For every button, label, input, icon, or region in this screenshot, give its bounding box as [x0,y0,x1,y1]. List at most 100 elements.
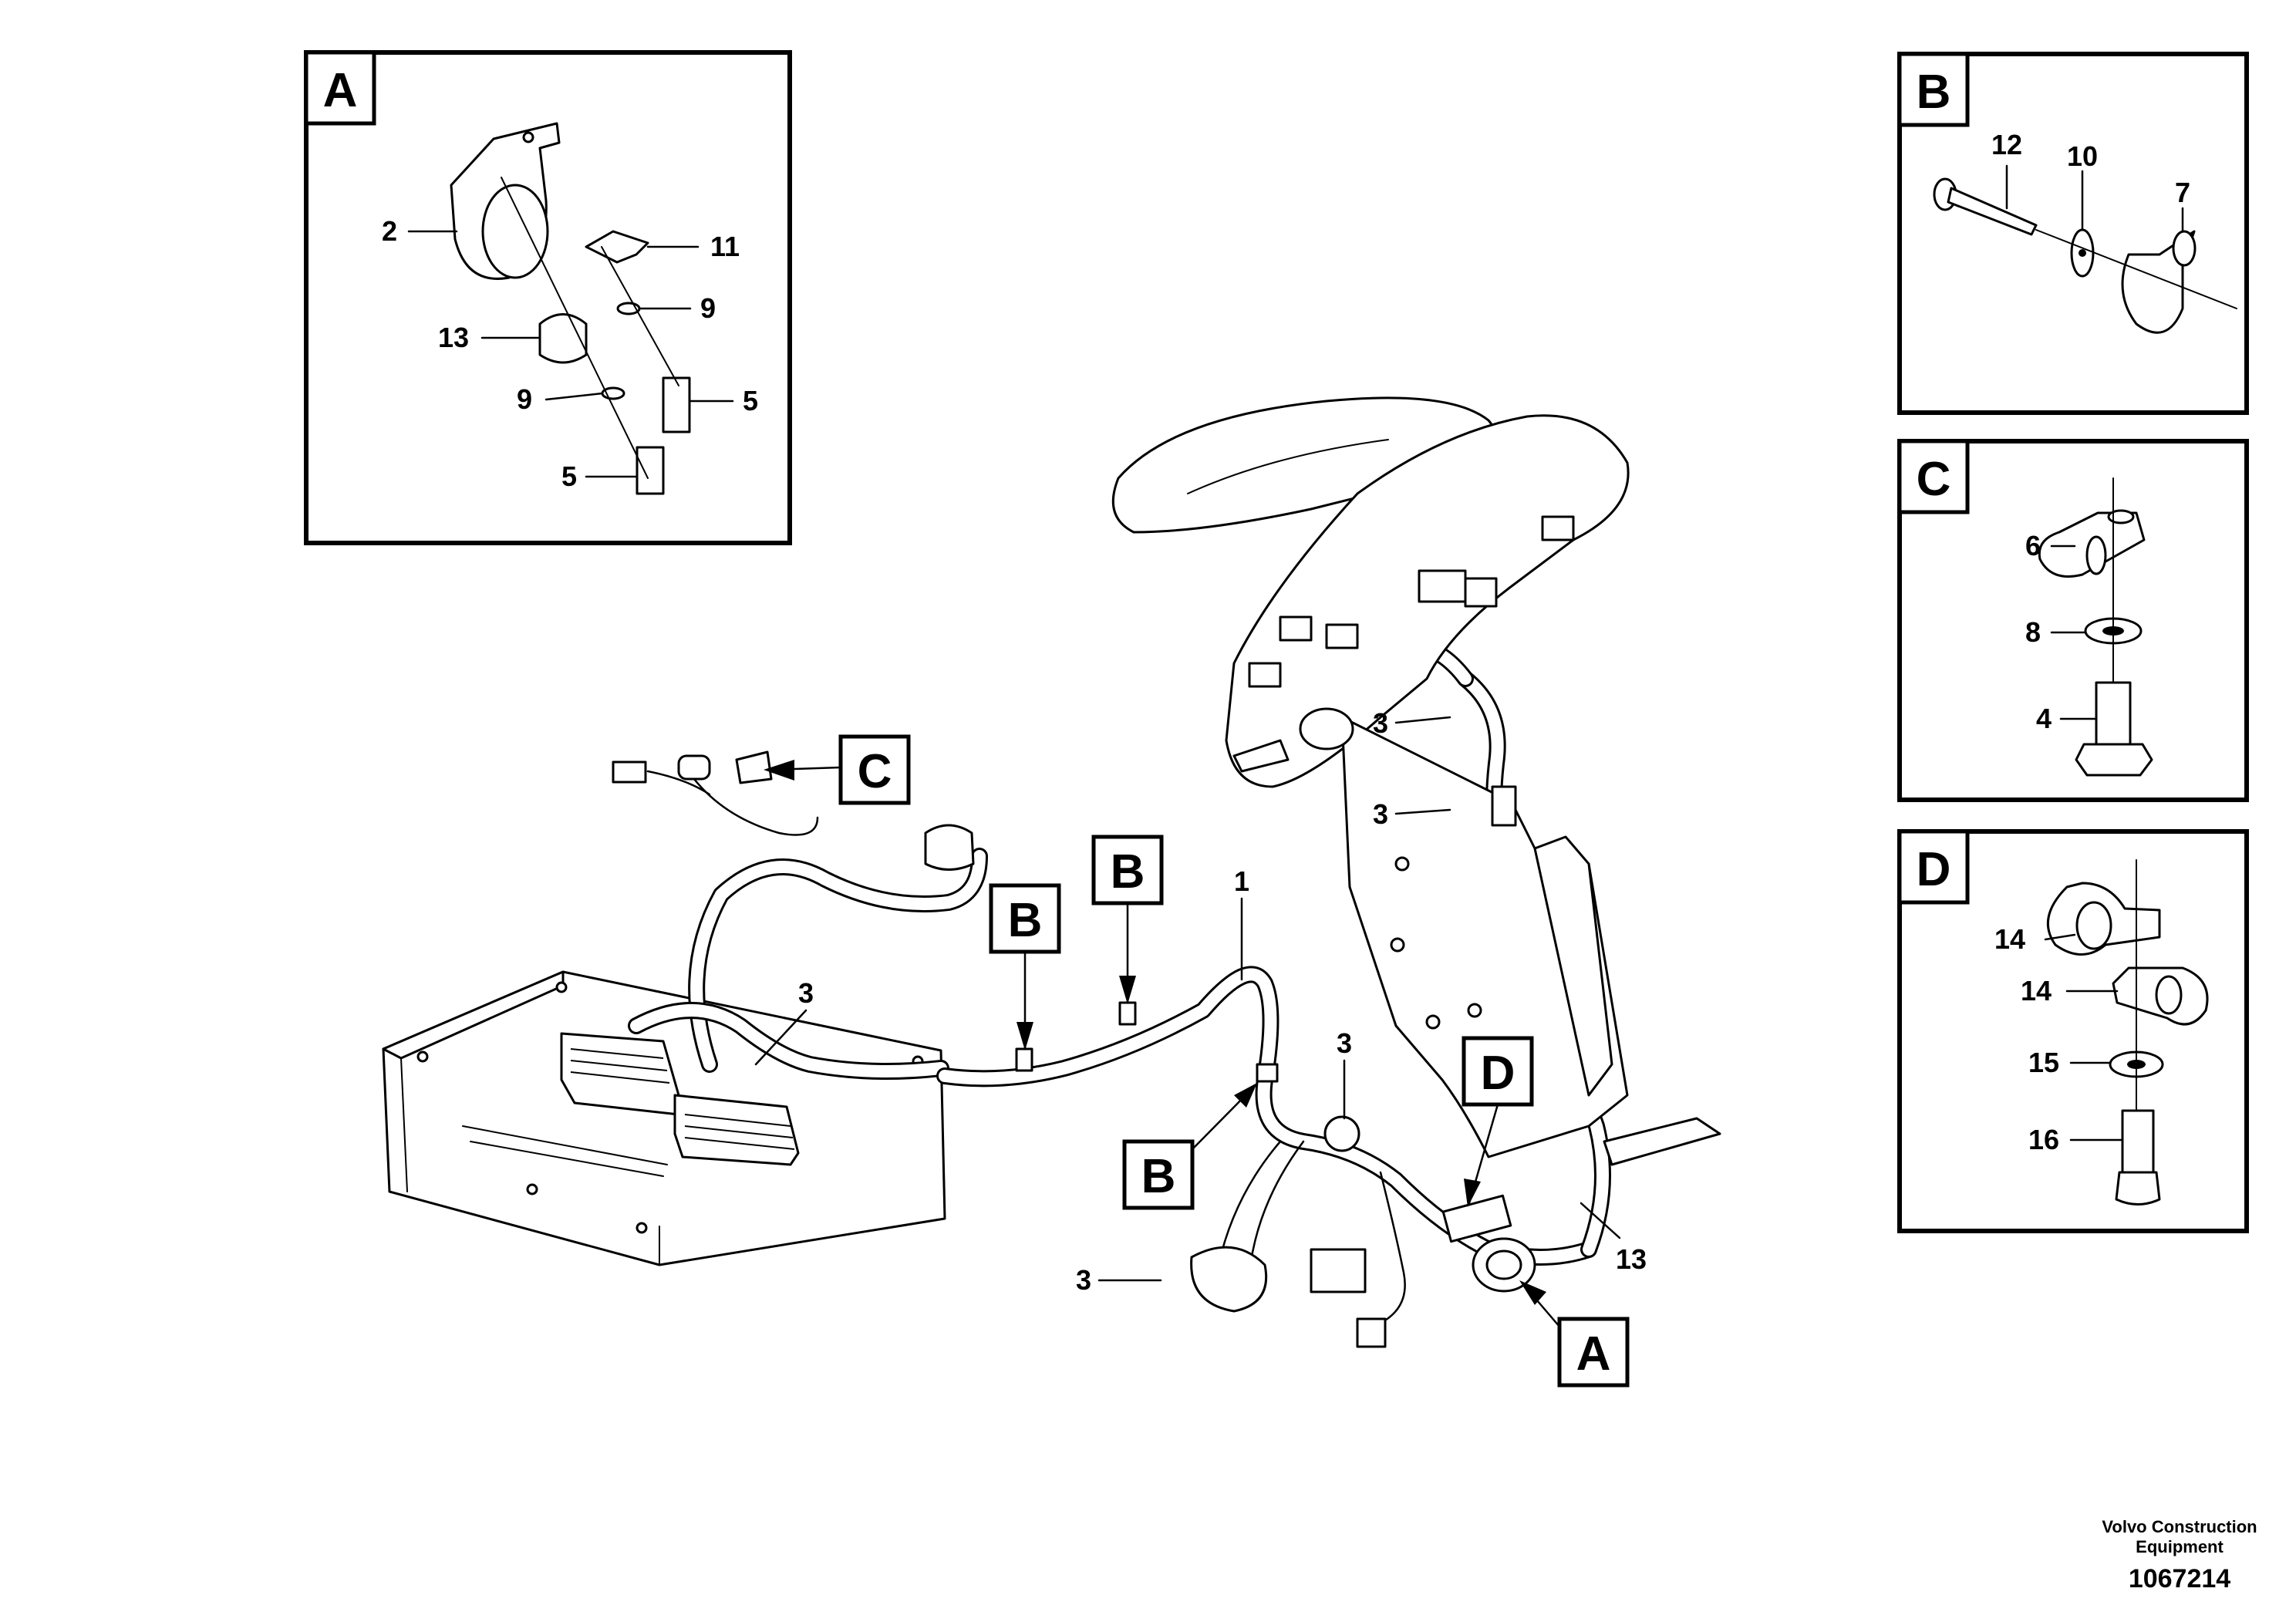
callout-d-16: 16 [2028,1124,2059,1155]
detail-view-b: B 12 10 7 [1897,52,2249,415]
callout-main-3b: 3 [1373,707,1388,739]
callout-d-14b: 14 [2021,975,2052,1007]
steering-wheel-spoke [1187,439,1389,494]
harness-clips [1015,1001,1279,1083]
detail-view-a-tag-box [304,50,376,126]
detail-view-d: D 14 14 15 16 [1897,829,2249,1233]
tray-hole-2 [555,981,568,993]
sensor-lead-upper [693,777,819,836]
connector-block-left [560,1032,680,1116]
dash-connector-4 [1418,569,1467,603]
marker-b-2: B [1091,835,1164,1004]
plate-part [585,230,649,264]
control-unit-tray [382,970,946,1266]
detail-view-c-tag: C [1917,453,1951,506]
connector-pin-row-3 [570,1071,670,1084]
clip-b-3 [1256,1063,1279,1083]
callout-c-8: 8 [2025,616,2041,648]
clamp-c-location [735,750,773,784]
column-bolt-4 [1467,1003,1482,1018]
callout-main-13: 13 [1616,1243,1647,1275]
clamp-hole [2107,509,2135,524]
tray-hole-3 [526,1183,538,1195]
marker-b-2-box [1091,835,1164,905]
column-inline-connector [1491,785,1517,827]
main-leaders [754,716,1621,1282]
bolt-shank [2121,1109,2155,1174]
relay-box [1310,1248,1367,1293]
ignition-key [1232,739,1290,773]
detail-view-a: A 2 11 9 13 9 5 5 [304,50,792,545]
callout-a-2: 2 [382,215,397,247]
leader-d-14a [2044,933,2076,941]
clamp-d-location [1441,1194,1512,1243]
clamp-bore [2085,535,2107,575]
callout-a-9a: 9 [700,292,716,324]
callout-b-7: 7 [2175,177,2190,208]
marker-d-arrow [1464,1179,1481,1207]
callout-a-9b: 9 [517,383,532,415]
sensor-connectors [612,750,975,871]
column-body [1340,716,1629,1158]
dash-connector-6 [1541,515,1575,541]
leader-main-3a [754,1009,807,1066]
callout-a-13: 13 [438,322,469,353]
washer-hole [2079,249,2086,257]
detail-view-b-tag: B [1917,66,1951,119]
detail-view-c-tag-box [1897,439,1970,514]
marker-b-3-arrow [1234,1083,1257,1108]
detail-view-b-tag-box [1897,52,1970,127]
detail-view-a-tag: A [323,64,358,117]
callout-main-3a: 3 [798,977,814,1009]
main-assembly: 1 3 3 3 3 3 13 C B B B [382,396,1721,1388]
callout-c-6: 6 [2025,530,2041,561]
connector-pin-row-1 [570,1048,664,1059]
dash-connector-5 [1464,577,1498,608]
connector-block-right [673,1094,800,1166]
cable-tie-lower [1190,1246,1268,1313]
drawing-number: 1067214 [2129,1564,2230,1593]
clip-b-1 [1015,1047,1033,1072]
steering-column [1225,414,1721,1166]
callout-a-5a: 5 [743,385,758,416]
harness-thin-lead-2 [1248,1140,1305,1274]
connector-pin-row-2 [570,1060,668,1071]
tray-hole-4 [636,1222,648,1234]
marker-c: C [764,734,911,805]
marker-b-2-arrow [1119,976,1136,1004]
assembly-axis-b [601,246,679,386]
harness-branch-lower-fill [630,1004,947,1077]
marker-c-arrow [764,760,794,781]
tray-rib-1 [462,1125,668,1165]
marker-a-label: A [1576,1327,1611,1381]
dash-connector-3 [1325,623,1359,649]
callout-main-3d: 3 [1337,1027,1352,1059]
marker-b-2-label: B [1111,845,1145,899]
column-bolt-3 [1425,1014,1441,1030]
column-side-plate [1533,835,1613,1097]
callout-d-15: 15 [2028,1047,2059,1078]
ecu-connectors [560,1032,800,1166]
round-connector [924,824,975,871]
column-bolt-2 [1390,937,1405,953]
leader-a-9b [544,392,604,401]
marker-d-label: D [1481,1047,1515,1100]
bolt-upper [662,376,691,433]
connector-pin-row-5 [684,1125,794,1138]
plug-connector-small [612,760,647,784]
marker-a-box [1557,1317,1630,1388]
small-connector [1356,1317,1387,1348]
clamp-upper-bore [2075,901,2112,950]
detail-view-d-tag-box [1897,829,1970,905]
leader-main-3b [1394,716,1451,724]
bolt-shank [2095,681,2132,746]
column-foot [1603,1117,1721,1166]
callout-b-12: 12 [1991,129,2022,160]
dash-connector-1 [1248,662,1282,688]
sensor-lead-left [646,770,711,796]
leader-main-3c [1394,808,1451,815]
dash-connector-2 [1279,615,1313,642]
harness-clip-3b [1323,1115,1360,1152]
callout-a-11: 11 [710,231,740,262]
